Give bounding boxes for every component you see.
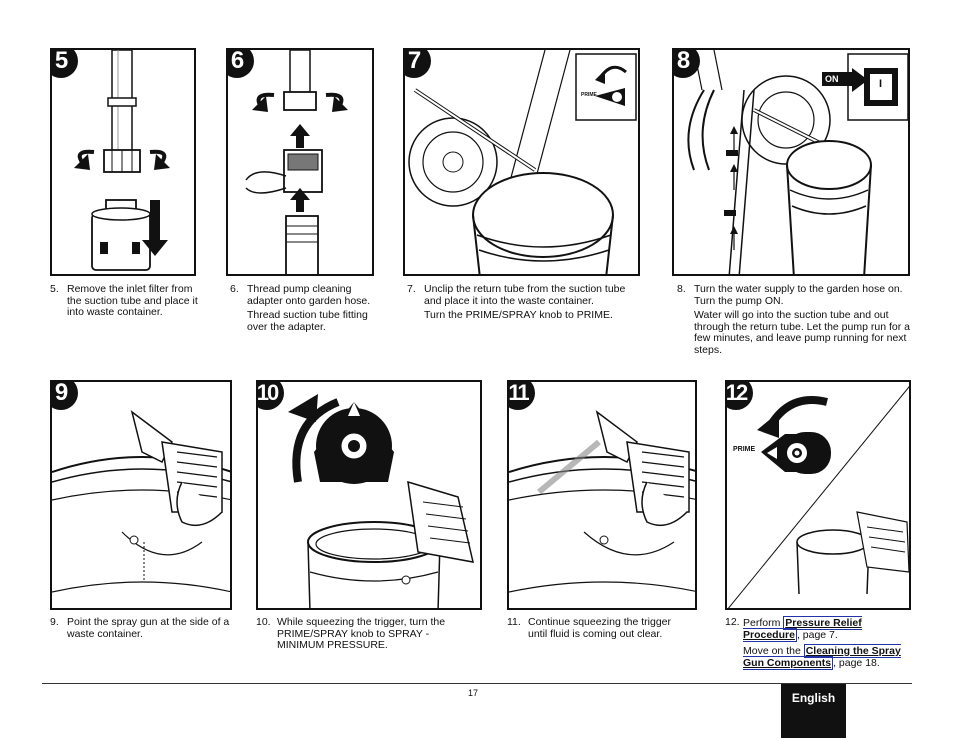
pressure-relief-drawing — [727, 386, 909, 608]
step-9-illustration: 9 — [50, 380, 232, 610]
step-5-illustration: 5 — [50, 48, 196, 276]
step-6-illustration: 6 — [226, 48, 374, 276]
step-11-illustration: 11 — [507, 380, 697, 610]
spray-gun-waste-container-drawing — [52, 410, 230, 593]
step-8-illustration: ON I 8 — [672, 48, 910, 276]
step-badge: 9 — [52, 382, 78, 410]
step-7-illustration: PRIME 7 — [403, 48, 640, 276]
language-tab: English — [781, 684, 846, 738]
step-10-illustration: 10 — [256, 380, 482, 610]
step-badge: 10 — [258, 382, 284, 410]
switch-on-label: ON — [825, 74, 839, 84]
page-number: 17 — [468, 688, 479, 698]
cleaning-spray-gun-components-link[interactable]: Cleaning the Spray Gun Components — [743, 644, 901, 670]
pump-on-bucket-drawing — [687, 50, 908, 274]
garden-hose-adapter-drawing — [245, 50, 348, 274]
step-12-illustration: PRIME 12 — [725, 380, 911, 610]
prime-label-small: PRIME — [581, 92, 597, 98]
footer-divider — [42, 683, 912, 684]
return-tube-bucket-drawing — [408, 50, 637, 274]
step-badge: 12 — [727, 382, 753, 410]
step-badge: 6 — [228, 50, 254, 78]
spray-gun-fluid-clear-drawing — [509, 410, 695, 593]
switch-off-label: I — [879, 78, 883, 90]
prime-label-large: PRIME — [733, 446, 756, 453]
inlet-filter-drawing — [74, 50, 170, 271]
step-badge: 7 — [405, 50, 431, 78]
pressure-relief-procedure-link[interactable]: Pressure Relief Procedure — [743, 616, 862, 642]
spray-knob-turn-drawing — [288, 394, 474, 608]
